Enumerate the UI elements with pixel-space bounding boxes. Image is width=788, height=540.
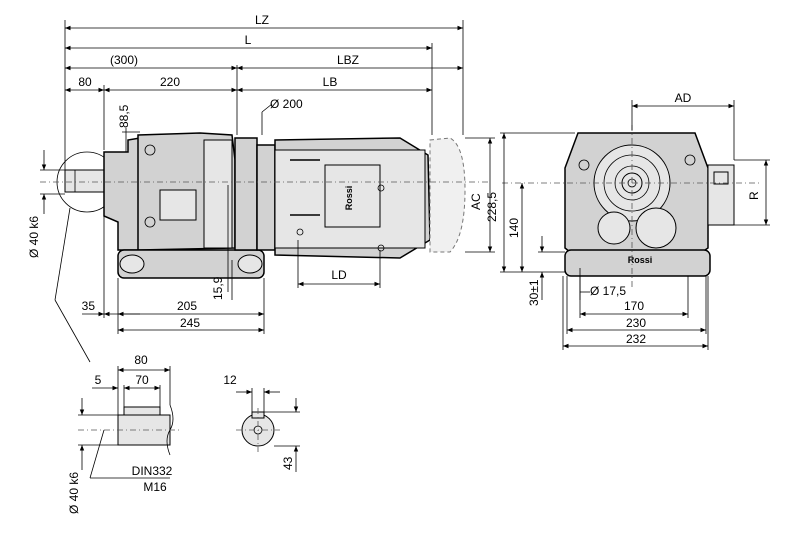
front-port-right (635, 207, 677, 249)
ac-label: AC (469, 193, 483, 210)
d35-label: 35 (82, 299, 96, 313)
brake-ghost-outline (429, 137, 466, 253)
phi40k6-label: Ø 40 k6 (27, 216, 41, 258)
motor-logo-text: Rossi (344, 186, 354, 211)
gearbox-rear-housing (203, 139, 233, 249)
d232-label: 232 (626, 332, 646, 346)
front-logo-text: Rossi (628, 255, 653, 265)
d220-label: 220 (160, 75, 180, 89)
d140-label: 140 (507, 218, 521, 238)
terminal-box (324, 164, 381, 228)
sphi40k6-label: Ø 40 k6 (67, 472, 81, 514)
d170-label: 170 (624, 299, 644, 313)
shaft-detail: 80 70 5 Ø 40 k6 DIN332 M16 (67, 353, 180, 514)
din-label: DIN332 (132, 464, 173, 478)
detail-key (123, 406, 161, 416)
phi200-label: Ø 200 (270, 97, 303, 111)
d80-label: 80 (78, 75, 92, 89)
s80-label: 80 (134, 353, 148, 367)
side-bottom-dimensions: 35 205 245 (54, 207, 265, 363)
s70-label: 70 (135, 373, 149, 387)
l-label: L (245, 33, 252, 47)
d228_5-label: 228,5 (485, 192, 499, 222)
front-view: Rossi (502, 125, 760, 290)
s43-label: 43 (281, 456, 295, 470)
output-shaft (64, 169, 106, 193)
d205-label: 205 (177, 299, 197, 313)
lbz-label: LBZ (337, 53, 359, 67)
s12-label: 12 (223, 373, 237, 387)
lz-label: LZ (255, 13, 269, 27)
d15_9-label: 15,9 (211, 276, 225, 300)
front-motor-stub (707, 164, 735, 226)
side-vertical-dimensions: Ø 40 k6 AC 15,9 LD (27, 137, 495, 300)
motor-flange (256, 144, 276, 251)
ld-label: LD (331, 268, 347, 282)
d230-label: 230 (626, 316, 646, 330)
side-view: Rossi (40, 132, 490, 279)
motor-adapter-flange (234, 137, 258, 251)
phi17_5-label: Ø 17,5 (590, 284, 626, 298)
shaft-end-view: 12 43 (223, 373, 300, 472)
front-feet (564, 249, 711, 277)
d88_5-label: 88,5 (117, 104, 131, 128)
gearbox-front-flange (103, 137, 141, 251)
d30-label: 30±1 (527, 279, 541, 306)
front-port-left (597, 211, 631, 245)
r-label: R (747, 191, 761, 200)
ad-label: AD (675, 91, 692, 105)
nameplate (159, 189, 197, 221)
s5-label: 5 (95, 373, 102, 387)
gearbox-feet (117, 249, 265, 279)
l300-label: (300) (110, 53, 138, 67)
front-dimensions: AD R 228,5 140 30±1 Ø 17,5 170 230 (485, 91, 770, 350)
d245-label: 245 (180, 316, 200, 330)
m16-label: M16 (143, 480, 167, 494)
lb-label: LB (323, 75, 338, 89)
